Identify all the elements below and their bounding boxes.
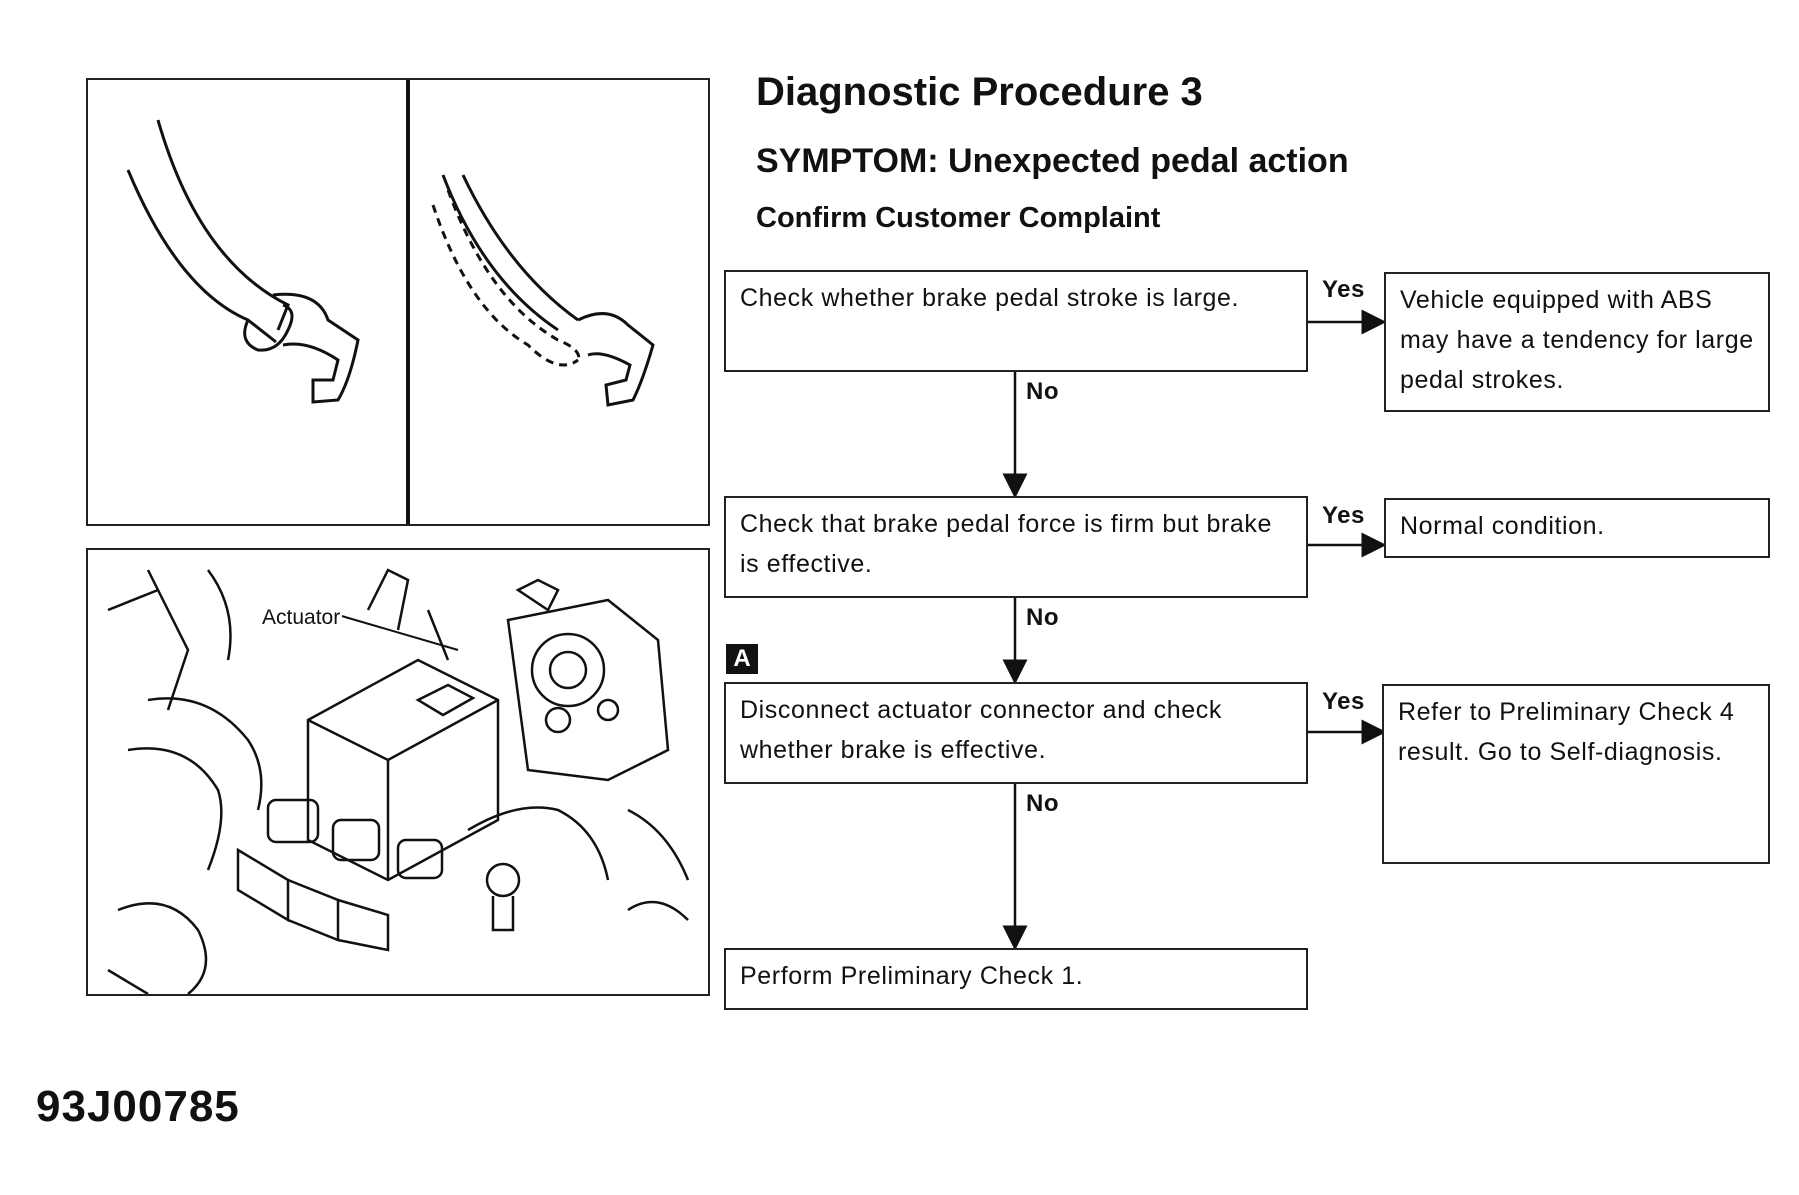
no-label: No (1026, 378, 1059, 405)
result-text: Normal condition. (1400, 512, 1605, 540)
subheading: Confirm Customer Complaint (756, 202, 1161, 234)
actuator-illustration-panel: Actuator (86, 548, 710, 996)
figure-code: 93J00785 (36, 1082, 240, 1131)
yes-label: Yes (1322, 688, 1365, 715)
check-box-pedal-stroke: Check whether brake pedal stroke is larg… (724, 270, 1308, 372)
actuator-engine-bay-illustration (107, 568, 690, 996)
result-box-abs-tendency: Vehicle equipped with ABS may have a ten… (1384, 272, 1770, 412)
result-text: Vehicle equipped with ABS may have a ten… (1400, 286, 1754, 394)
actuator-callout-label: Actuator (260, 606, 343, 630)
no-label: No (1026, 790, 1059, 817)
pedal-illustration-panel (86, 78, 710, 526)
result-box-self-diagnosis: Refer to Preliminary Check 4 result. Go … (1382, 684, 1770, 864)
check-text: Check whether brake pedal stroke is larg… (740, 284, 1240, 312)
check-text: Check that brake pedal force is firm but… (740, 510, 1273, 578)
brake-pedal-illustration (126, 80, 655, 524)
result-text: Refer to Preliminary Check 4 result. Go … (1398, 698, 1735, 766)
step-marker-a: A (726, 644, 758, 674)
symptom-heading: SYMPTOM: Unexpected pedal action (756, 142, 1349, 180)
check-box-pedal-force: Check that brake pedal force is firm but… (724, 496, 1308, 598)
final-text: Perform Preliminary Check 1. (740, 962, 1084, 990)
page-title: Diagnostic Procedure 3 (756, 70, 1203, 114)
result-box-normal-condition: Normal condition. (1384, 498, 1770, 558)
yes-label: Yes (1322, 276, 1365, 303)
check-box-disconnect-actuator: Disconnect actuator connector and check … (724, 682, 1308, 784)
final-action-box: Perform Preliminary Check 1. (724, 948, 1308, 1010)
check-text: Disconnect actuator connector and check … (740, 696, 1222, 764)
no-label: No (1026, 604, 1059, 631)
yes-label: Yes (1322, 502, 1365, 529)
